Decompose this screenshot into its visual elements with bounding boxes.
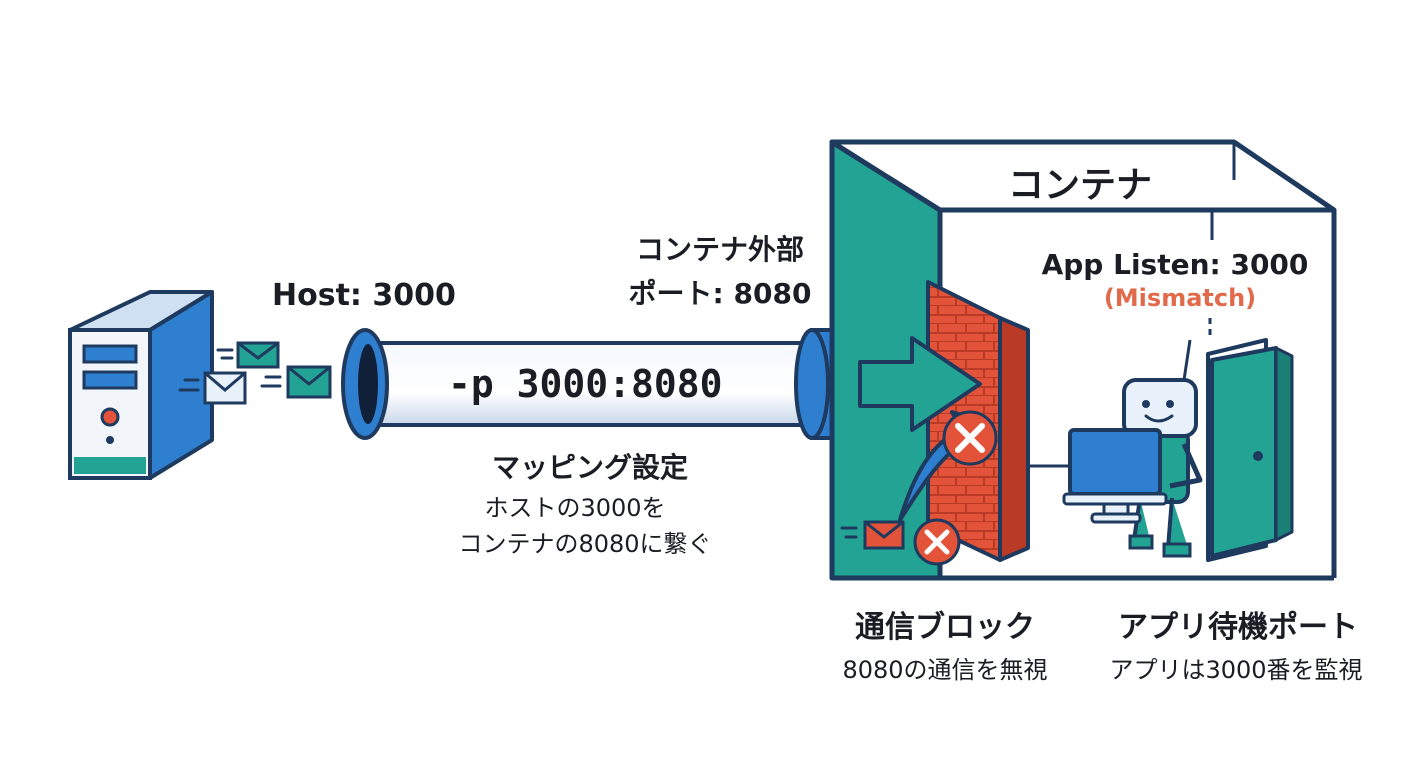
command-label: -p 3000:8080 (448, 362, 723, 406)
block-caption-desc: 8080の通信を無視 (842, 656, 1048, 684)
envelope-icon (260, 365, 332, 399)
external-port-line2: ポート: 8080 (628, 277, 812, 310)
block-caption-title: 通信ブロック (855, 610, 1035, 645)
external-port-line1: コンテナ外部 (635, 233, 804, 266)
mapping-desc-line1: ホストの3000を (484, 494, 666, 522)
app-robot-icon (1062, 339, 1203, 558)
app-caption-title: アプリ待機ポート (1118, 610, 1358, 645)
mismatch-label: (Mismatch) (1103, 284, 1257, 312)
mapping-desc-line2: コンテナの8080に繋ぐ (458, 530, 712, 558)
host-server-icon (68, 290, 214, 480)
envelope-icon (178, 371, 247, 405)
host-port-label: Host: 3000 (272, 278, 456, 313)
envelope-icon (216, 341, 280, 369)
mapping-title: マッピング設定 (491, 451, 688, 484)
door-icon (1206, 338, 1294, 562)
blocked-x-icon (913, 518, 961, 566)
blocked-x-icon (942, 410, 998, 466)
envelope-icon (840, 520, 905, 550)
traffic-arrow (858, 336, 982, 432)
app-caption-desc: アプリは3000番を監視 (1109, 656, 1363, 684)
app-listen-label: App Listen: 3000 (1041, 248, 1309, 281)
container-title: コンテナ (1007, 165, 1152, 206)
